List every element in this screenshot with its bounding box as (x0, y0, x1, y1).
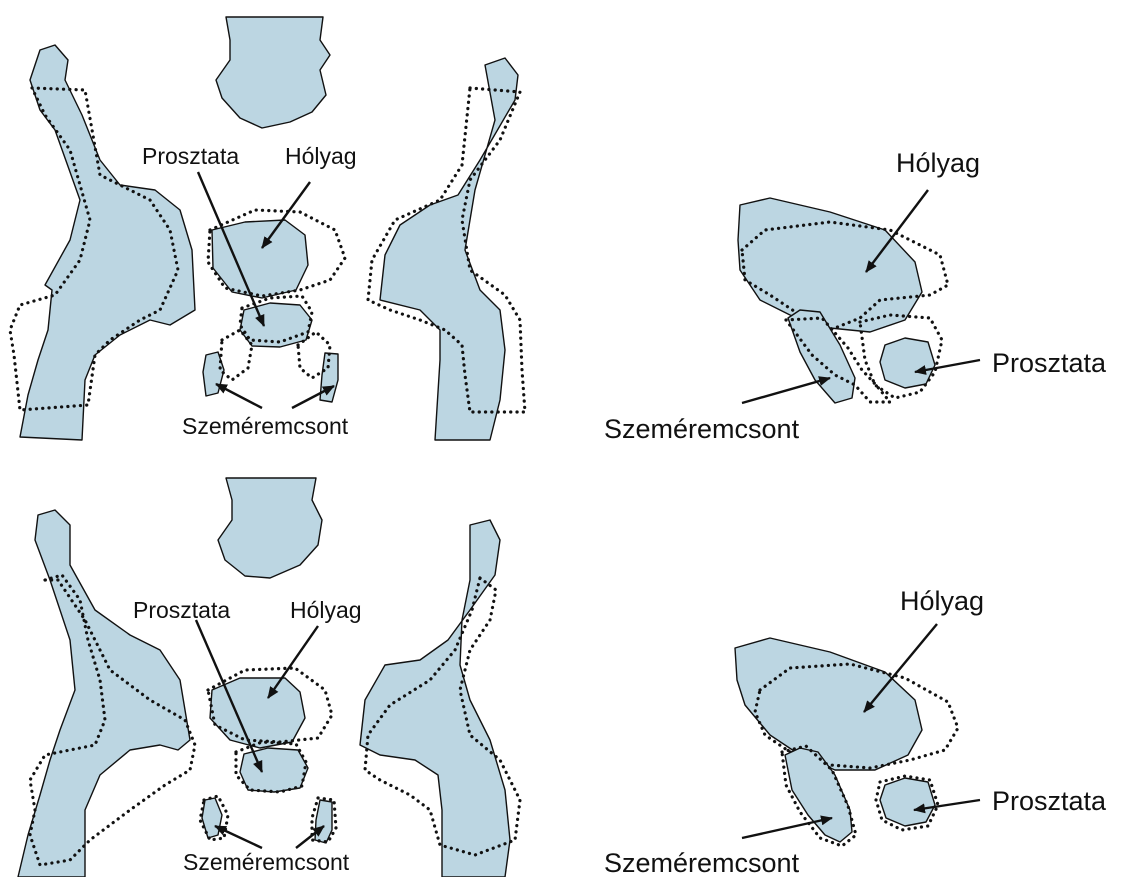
left-pubic-outline (220, 330, 252, 380)
arrow-pubic-bone (742, 378, 830, 403)
sacrum (216, 17, 330, 128)
right-pubic-shape (315, 800, 332, 843)
bladder-shape (210, 678, 305, 748)
label-bladder: Hólyag (290, 597, 362, 623)
sacrum (218, 478, 322, 578)
label-prostate: Prosztata (142, 143, 239, 169)
label-prostate: Prosztata (992, 786, 1107, 816)
arrow-pubic-left (215, 826, 262, 848)
label-pubic-bone: Szeméremcsont (604, 848, 800, 877)
left-iliac-bone (18, 510, 190, 877)
prostate-shape (240, 303, 312, 347)
left-iliac-bone (20, 45, 195, 440)
panel-bottom-left: Prosztata Hólyag Szeméremcsont (18, 478, 520, 877)
label-bladder: Hólyag (896, 148, 980, 178)
bladder-shape (738, 198, 922, 332)
label-bladder: Hólyag (285, 143, 357, 169)
label-prostate: Prosztata (992, 348, 1107, 378)
arrow-pubic-left (216, 384, 262, 408)
left-pubic-shape (203, 352, 224, 396)
bladder-shape (735, 638, 922, 770)
label-pubic-bone: Szeméremcsont (183, 849, 350, 875)
bladder-shape (212, 220, 308, 298)
prostate-shape (880, 338, 935, 388)
right-iliac-bone (360, 520, 510, 877)
label-pubic-bone: Szeméremcsont (182, 413, 349, 439)
label-pubic-bone: Szeméremcsont (604, 414, 800, 444)
label-bladder: Hólyag (900, 586, 984, 616)
panel-top-left: Prosztata Hólyag Szeméremcsont (10, 17, 525, 440)
right-iliac-bone (380, 58, 518, 440)
panel-bottom-right: Hólyag Prosztata Szeméremcsont (604, 586, 1107, 877)
prostate-shape (240, 748, 308, 792)
prostate-shape (880, 778, 935, 826)
panel-top-right: Hólyag Prosztata Szeméremcsont (604, 148, 1107, 444)
label-prostate: Prosztata (133, 597, 230, 623)
